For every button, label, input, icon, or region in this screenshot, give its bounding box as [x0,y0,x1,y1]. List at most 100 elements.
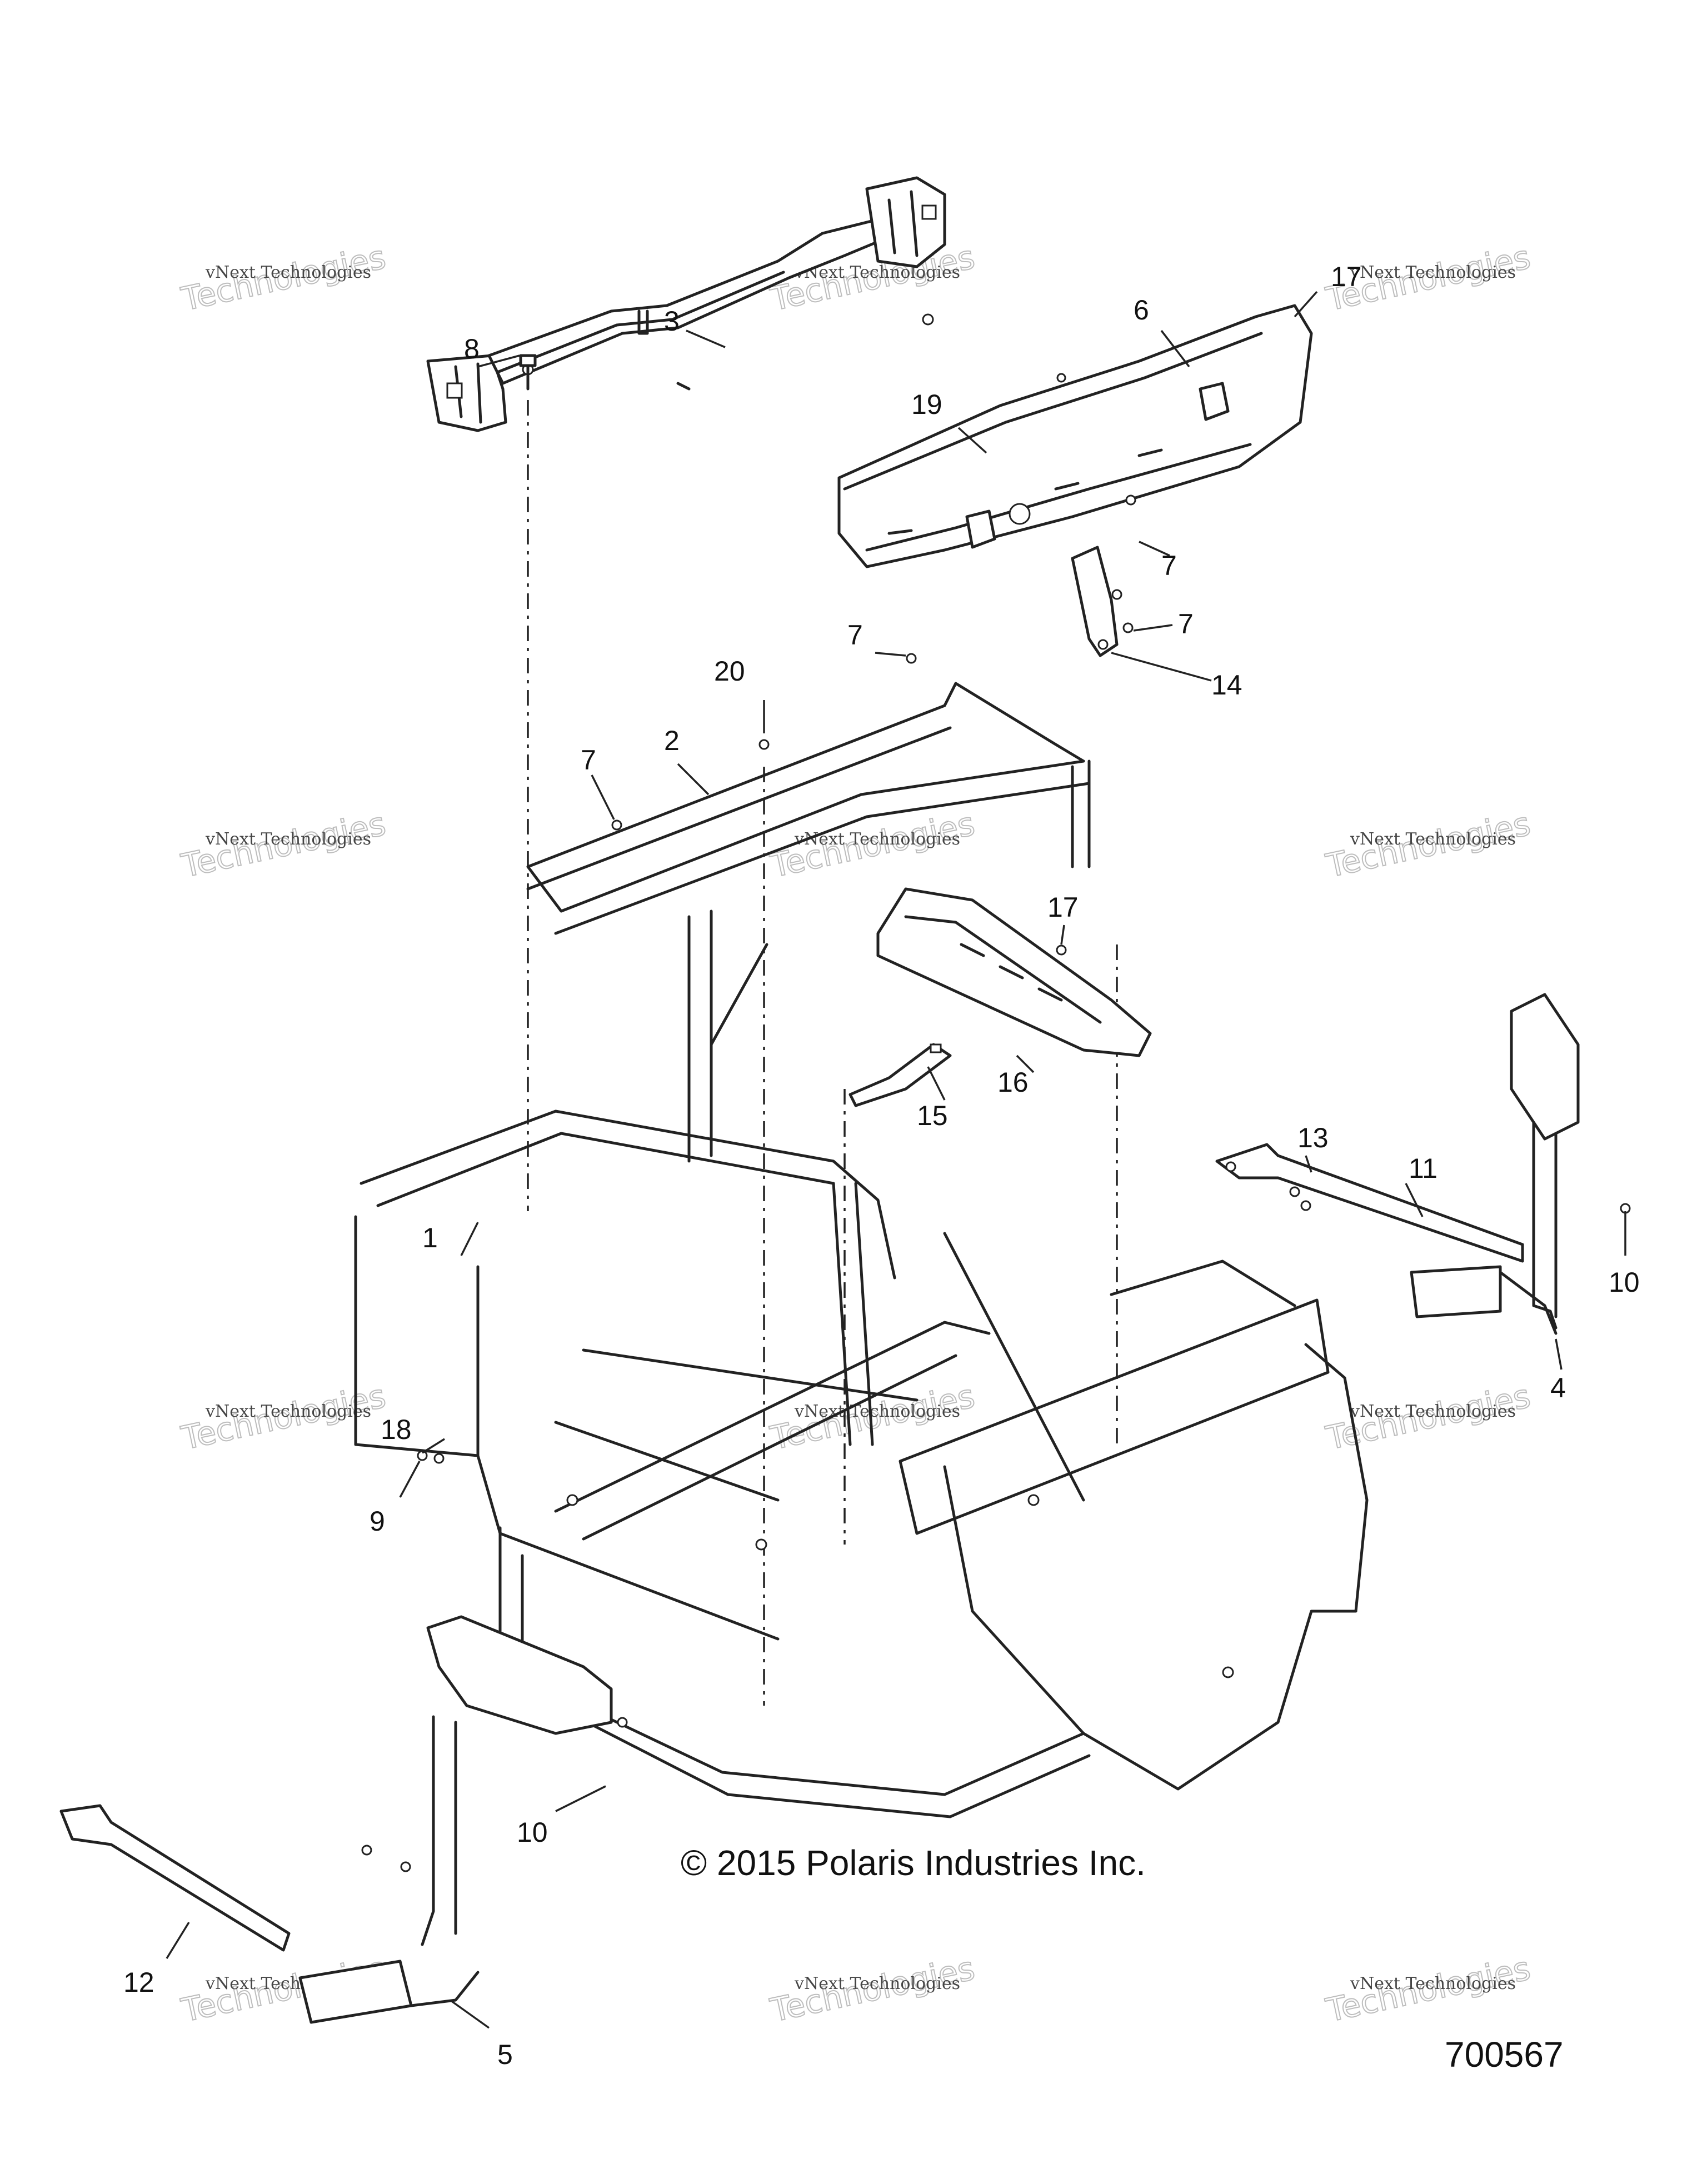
chassis-hole [1027,1494,1040,1506]
fastener [1111,589,1122,600]
watermark-text: vNext Technologies [205,263,371,282]
callout-10-right: 10 [1609,1267,1640,1298]
chassis-floor-plates [554,1348,919,1502]
part-4-brace [1410,993,1580,1335]
part-11-tie-rod [1215,1143,1524,1263]
callout-7-frame: 7 [847,619,863,651]
diagram-part-number: 700567 [1445,2035,1564,2075]
fastener [417,1450,428,1461]
part-1-main-chassis [354,1110,1369,1818]
watermark-text: vNext Technologies [794,1974,960,1993]
chassis-top-rail-inner [376,1132,835,1207]
beam-tabs [637,309,691,391]
chassis-rear-base [1082,1610,1357,1791]
watermark-text: vNext Technologies [1350,1402,1516,1421]
watermark-text: vNext Technologies [794,829,960,849]
callout-13: 13 [1297,1122,1329,1153]
tie-rod-hole [1225,1161,1236,1172]
chassis-rear-mount [1110,1260,1296,1307]
callout-8: 8 [464,333,480,364]
leader-17-top [1294,291,1318,318]
leader-17-mid [1060,924,1065,945]
callout-7-left: 7 [581,744,596,776]
bolt-head [519,354,537,367]
chassis-floor [498,1526,1085,1796]
leader-2 [677,763,710,796]
watermark-text: vNext Technologies [205,1402,371,1421]
chassis-top-rail [360,1110,896,1280]
leader-6 [1160,329,1190,368]
fastener [1056,373,1066,383]
frame-leg-right [1071,759,1091,868]
leader-7-frame [875,652,906,657]
leader-9 [399,1461,421,1498]
brace-body [1071,546,1119,657]
bolt-8 [519,354,537,391]
chassis-left-frame [476,1265,780,1641]
leader-1 [460,1222,479,1256]
fastener [906,653,917,664]
part-12-tie-rod [59,1804,291,1952]
chassis-cross-member [554,1321,991,1513]
nut [922,313,934,326]
fasteners [361,373,1631,1872]
callout-14: 14 [1211,669,1242,701]
callout-3: 3 [664,306,680,337]
part-5-brace [298,1615,613,2024]
callout-4: 4 [1550,1372,1566,1403]
part-15-bracket [848,1043,952,1107]
watermark: Technologies vNext Technologies [1322,1376,1534,1457]
alignment-lines [527,400,1118,1706]
leader-7-brace [1133,624,1173,632]
callout-11: 11 [1409,1153,1438,1184]
frame-top-rail-inner [526,726,952,891]
leader-lines [166,291,1626,2029]
tie-rod-body [1215,1143,1524,1263]
callout-7-panel: 7 [1161,550,1177,581]
bracket-body [848,1043,952,1107]
part-6-rear-panel [837,304,1313,568]
chassis-rear-crossbeam [899,1298,1330,1535]
frame-loop-inner [554,782,1091,935]
watermark: Technologies vNext Technologies [766,1948,979,2030]
leader-4 [1555,1338,1563,1370]
fastener [1122,622,1134,633]
fastener [433,1453,445,1464]
watermark-text: vNext Technologies [1350,829,1516,849]
callout-9: 9 [370,1506,385,1537]
callout-16: 16 [997,1067,1029,1098]
panel-slots [887,448,1163,535]
copyright-notice: © 2015 Polaris Industries Inc. [681,1843,1146,1883]
leader-11 [1405,1183,1424,1217]
callout-19: 19 [911,389,942,420]
leader-14 [1111,652,1212,682]
chassis-hole [755,1538,767,1551]
fastener [611,819,622,831]
bracket-right [865,176,946,268]
chassis-hole [566,1494,578,1506]
watermark-text: vNext Technologies [1350,1974,1516,1993]
leader-10-left [555,1785,606,1812]
fastener [1300,1200,1311,1211]
fastener [1125,494,1136,506]
leader-15 [927,1066,946,1101]
watermark-text: vNext Technologies [1350,263,1516,282]
brace-top-bracket [426,1615,613,1735]
leader-16 [1016,1054,1035,1073]
chassis-rear-hoop [1304,1343,1369,1613]
panel-mount [965,509,996,549]
leader-13 [1305,1155,1312,1173]
callout-2: 2 [664,725,680,756]
watermark-text: vNext Technologies [794,1402,960,1421]
bracket-hole [446,382,463,399]
frame-loop [526,759,1085,913]
fastener [400,1861,411,1872]
bracket-right-detail [887,190,919,257]
chassis-diagonal [943,1232,1085,1502]
part-3-cross-beam [426,176,946,432]
panel-hole [1009,503,1031,525]
callout-17-top: 17 [1331,261,1362,292]
part-2-frame-section [526,682,1091,1163]
panel-mount [1199,382,1230,421]
